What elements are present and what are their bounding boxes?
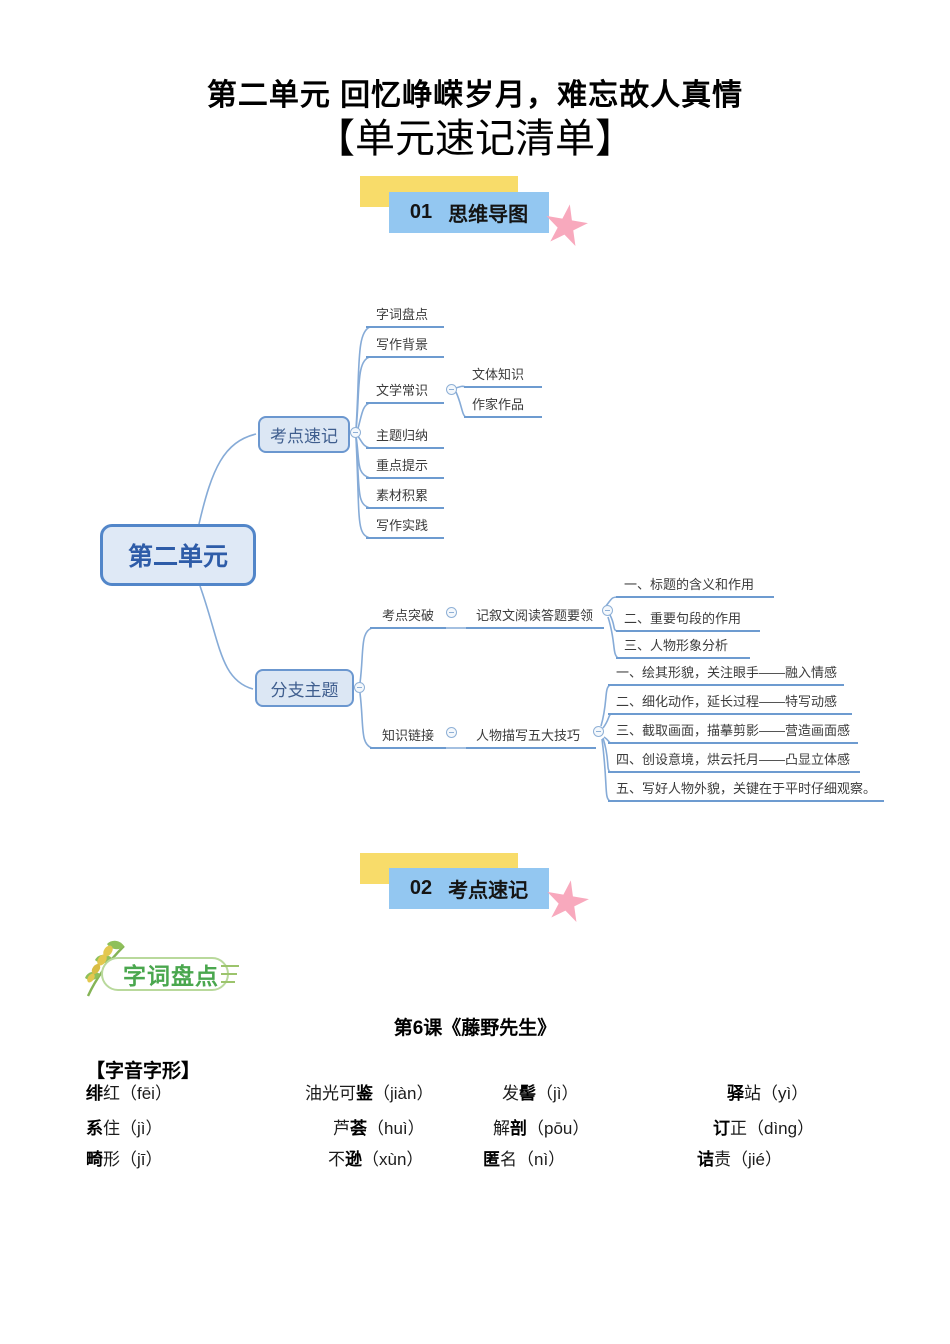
mm-point-title-meaning: 一、标题的含义和作用	[616, 576, 774, 598]
triple-lines-icon	[221, 965, 239, 989]
mm-item-wenxue-changshi: 文学常识	[366, 382, 444, 404]
mm-item-sucai-jilei: 素材积累	[366, 487, 444, 509]
mm-point-character-analysis: 三、人物形象分析	[616, 637, 750, 659]
vocab-entry: 系住（jì）	[86, 1119, 163, 1138]
lesson-title: 第6课《藤野先生》	[393, 1018, 557, 1039]
collapse-minus-icon	[593, 726, 604, 737]
section2-badge: 02 考点速记	[389, 868, 549, 909]
mm-item-jixuwen-topic: 记叙文阅读答题要领	[466, 607, 604, 629]
collapse-minus-icon	[350, 427, 361, 438]
section1-number: 01	[409, 201, 433, 223]
mindmap-root-node: 第二单元	[100, 524, 256, 586]
vocab-entry: 绯红（fēi）	[86, 1084, 172, 1103]
mm-item-zuojia-zuopin: 作家作品	[464, 396, 542, 418]
collapse-minus-icon	[446, 384, 457, 395]
vocab-entry: 芦荟（huì）	[333, 1119, 425, 1138]
page-title: 第二单元 回忆峥嵘岁月，难忘故人真情	[206, 79, 744, 112]
vocab-entry: 诘责（jié）	[697, 1150, 783, 1169]
mm-item-zhongdian-tishi: 重点提示	[366, 457, 444, 479]
section1-badge: 01 思维导图	[389, 192, 549, 233]
mm-item-renwu-topic: 人物描写五大技巧	[466, 727, 596, 749]
mindmap-branch1-node: 考点速记	[258, 416, 350, 453]
page-subtitle: 【单元速记清单】	[315, 116, 635, 161]
vocab-entry: 驿站（yì）	[727, 1084, 809, 1103]
mm-item-zhuti-guina: 主题归纳	[366, 427, 444, 449]
vocab-entry: 不逊（xùn）	[328, 1150, 424, 1169]
mm-item-xiezuo-beijing: 写作背景	[366, 336, 444, 358]
vocab-banner: 字词盘点	[101, 957, 229, 991]
vocab-subheading: 【字音字形】	[86, 1061, 201, 1082]
mm-point-sentence-role: 二、重要句段的作用	[616, 610, 760, 632]
vocab-entry: 解剖（pōu）	[493, 1119, 590, 1138]
mm-item-ziCi: 字词盘点	[366, 306, 444, 328]
mm-item-xiezuo-shijian: 写作实践	[366, 517, 444, 539]
section1-title: 思维导图	[448, 204, 529, 226]
mm-item-kaodian-tupo: 考点突破	[370, 607, 446, 629]
vocab-entry: 油光可鉴（jiàn）	[305, 1084, 434, 1103]
mm-tech-3: 三、截取画面，描摹剪影——营造画面感	[608, 722, 858, 744]
mm-tech-2: 二、细化动作，延长过程——特写动感	[608, 693, 852, 715]
vocab-entry: 畸形（jī）	[86, 1150, 163, 1169]
mm-tech-1: 一、绘其形貌，关注眼手——融入情感	[608, 664, 844, 686]
vocab-banner-label: 字词盘点	[123, 963, 219, 989]
collapse-minus-icon	[354, 682, 365, 693]
collapse-minus-icon	[602, 605, 613, 616]
mindmap-branch2-node: 分支主题	[255, 669, 354, 707]
vocab-entry: 匿名（nì）	[483, 1150, 566, 1169]
collapse-minus-icon	[446, 727, 457, 738]
mm-item-zhishi-lianjie: 知识链接	[370, 727, 446, 749]
mm-item-wenti-zhishi: 文体知识	[464, 366, 542, 388]
vocab-entry: 订正（dìng）	[713, 1119, 815, 1138]
section2-number: 02	[409, 877, 433, 899]
vocab-entry: 发髻（jì）	[502, 1084, 579, 1103]
section2-title: 考点速记	[448, 880, 529, 902]
collapse-minus-icon	[446, 607, 457, 618]
mm-tech-4: 四、创设意境，烘云托月——凸显立体感	[608, 751, 860, 773]
mm-tech-5: 五、写好人物外貌，关键在于平时仔细观察。	[608, 780, 884, 802]
